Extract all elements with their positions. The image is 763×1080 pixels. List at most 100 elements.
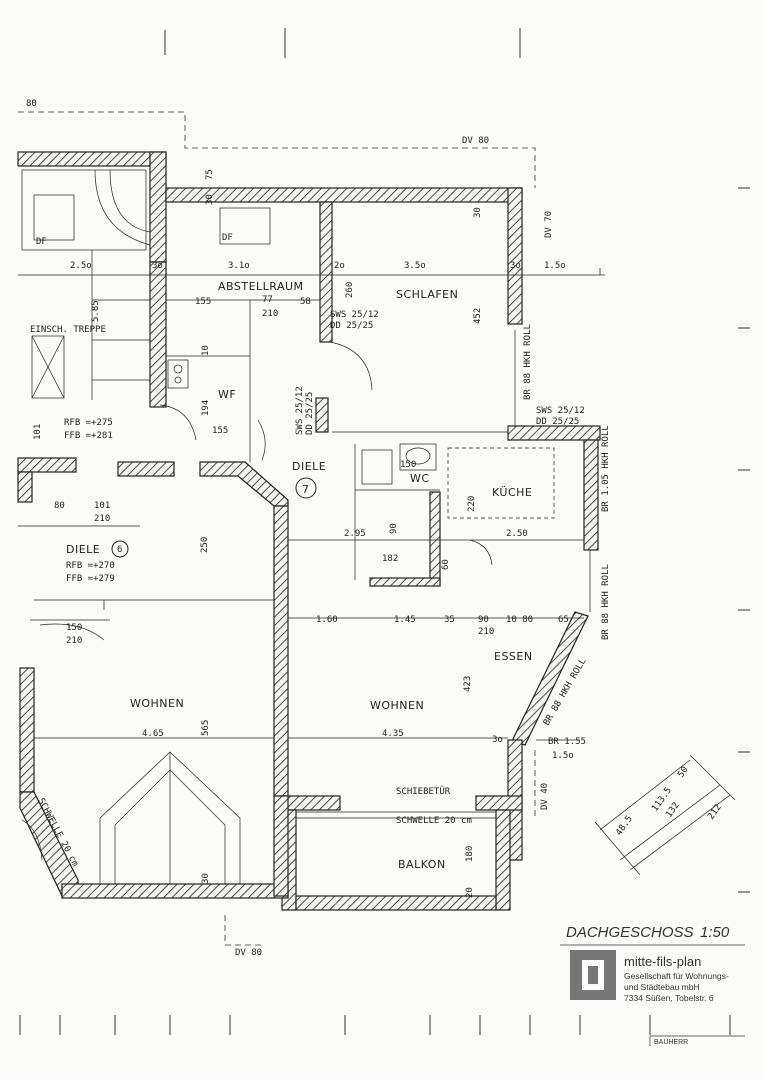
note-dv70: DV 70: [544, 211, 554, 238]
dim-145: 1.45: [394, 615, 416, 625]
note-top-80: 80: [26, 99, 37, 109]
dim-150d: 150: [66, 623, 82, 633]
dim-155b: 155: [212, 426, 228, 436]
dim-90: 90: [389, 523, 399, 534]
dim-30-right: 30: [473, 207, 483, 218]
dim-210b: 210: [94, 514, 110, 524]
note-ffb-lower: FFB =+279: [66, 574, 115, 584]
dim-310: 3.1o: [228, 261, 250, 271]
diele-lower-marker: [111, 540, 129, 558]
dim-585: 5.85: [91, 300, 101, 322]
dim-210a: 210: [262, 309, 278, 319]
note-sws-2: SWS 25/12: [295, 386, 305, 435]
dim-10a: 10: [201, 345, 211, 356]
note-br-1: BR 88 HKH ROLL: [523, 324, 533, 400]
note-rfb-upper: RFB =+275: [64, 418, 113, 428]
dim-435: 4.35: [382, 729, 404, 739]
room-diele-upper-number: 7: [302, 483, 310, 496]
dim-30-top: 30: [205, 194, 215, 205]
room-diele-lower-number: 6: [117, 545, 122, 555]
note-dd-1: DD 25/25: [330, 321, 373, 331]
dim-160: 1.60: [316, 615, 338, 625]
dim-30d: 30: [201, 873, 211, 884]
room-abstellraum: ABSTELLRAUM: [218, 280, 304, 293]
scan-margin-marks: [19, 28, 750, 1035]
note-rfb-lower: RFB =+270: [66, 561, 115, 571]
diele-upper-marker: [295, 477, 317, 499]
drawing-scale: 1:50: [700, 924, 730, 941]
company-line-2: und Städtebau mbH: [624, 982, 700, 992]
dim-75: 75: [205, 169, 215, 180]
dimensions: 2.5o 3o 3.1o 2o 3.5o 3o 1.5o 75 30 30 45…: [33, 169, 724, 898]
company-name: mitte-fils-plan: [624, 954, 701, 969]
room-kueche: KÜCHE: [492, 486, 532, 499]
dim-150b: 150: [400, 460, 416, 470]
dim-485: 48.5: [614, 814, 635, 838]
dim-250b: 250: [200, 537, 210, 553]
dim-182: 182: [382, 554, 398, 564]
dim-77: 77: [262, 295, 273, 305]
diagonal-dimension: [594, 754, 736, 876]
dim-150c: 1.5o: [552, 751, 574, 761]
dim-30b: 3o: [510, 261, 521, 271]
note-dd-2: DD 25/25: [305, 392, 315, 435]
note-sws-1: SWS 25/12: [330, 310, 379, 320]
dim-350: 3.5o: [404, 261, 426, 271]
dim-452: 452: [473, 308, 483, 324]
dim-250c: 2.50: [506, 529, 528, 539]
room-wf: WF: [218, 388, 236, 401]
note-dd-3: DD 25/25: [536, 417, 579, 427]
dim-180: 180: [465, 846, 475, 862]
dim-210c: 210: [478, 627, 494, 637]
company-line-3: 7334 Süßen, Tobelstr. 6: [624, 993, 714, 1003]
note-dv80-top: DV 80: [462, 136, 489, 146]
interior-lines: [18, 169, 605, 884]
roof-overhang-dashed: [18, 111, 536, 946]
dim-132: 132: [664, 801, 682, 820]
room-wohnen-right: WOHNEN: [370, 699, 424, 712]
dim-295: 2.95: [344, 529, 366, 539]
dim-101b: 101: [94, 501, 110, 511]
room-essen: ESSEN: [494, 650, 533, 663]
dim-155: 155: [195, 297, 211, 307]
room-schlafen: SCHLAFEN: [396, 288, 458, 301]
room-wohnen-left: WOHNEN: [130, 697, 184, 710]
walls: [17, 151, 601, 911]
note-br-155: BR 1.55: [548, 737, 586, 747]
dim-150: 1.5o: [544, 261, 566, 271]
room-balkon: BALKON: [398, 858, 446, 871]
dim-90b: 90: [478, 615, 489, 625]
room-wc: WC: [410, 472, 430, 485]
dim-465: 4.65: [142, 729, 164, 739]
dim-20b: 20: [465, 887, 475, 898]
note-sws-3: SWS 25/12: [536, 406, 585, 416]
dim-220: 220: [467, 496, 477, 512]
note-br-3: BR 88 HKH ROLL: [601, 564, 611, 640]
note-ffb-upper: FFB =+281: [64, 431, 113, 441]
dim-260: 260: [345, 282, 355, 298]
note-df-right: DF: [222, 233, 233, 243]
note-schiebetuer: SCHIEBETÜR: [396, 786, 451, 797]
dim-212: 212: [706, 803, 724, 822]
note-dv40: DV 40: [540, 783, 550, 810]
dim-210d: 210: [66, 636, 82, 646]
dim-20: 2o: [334, 261, 345, 271]
drawing-title: DACHGESCHOSS: [566, 924, 694, 941]
dim-565: 565: [201, 720, 211, 736]
note-einsch-treppe: EINSCH. TREPPE: [30, 325, 106, 335]
bauherr-label: BAUHERR: [654, 1039, 688, 1046]
dim-250: 2.5o: [70, 261, 92, 271]
dim-194: 194: [201, 400, 211, 416]
title-block: DACHGESCHOSS 1:50 mitte-fils-plan Gesell…: [560, 924, 745, 1046]
dim-423: 423: [463, 676, 473, 692]
room-diele-lower: DIELE: [66, 543, 100, 556]
dim-101: 101: [33, 424, 43, 440]
note-df-left: DF: [36, 237, 47, 247]
note-schwelle: SCHWELLE 20 cm: [396, 816, 472, 826]
dim-50: 50: [676, 765, 690, 780]
room-diele-upper: DIELE: [292, 460, 326, 473]
dim-35: 35: [444, 615, 455, 625]
dim-58: 58: [300, 297, 311, 307]
